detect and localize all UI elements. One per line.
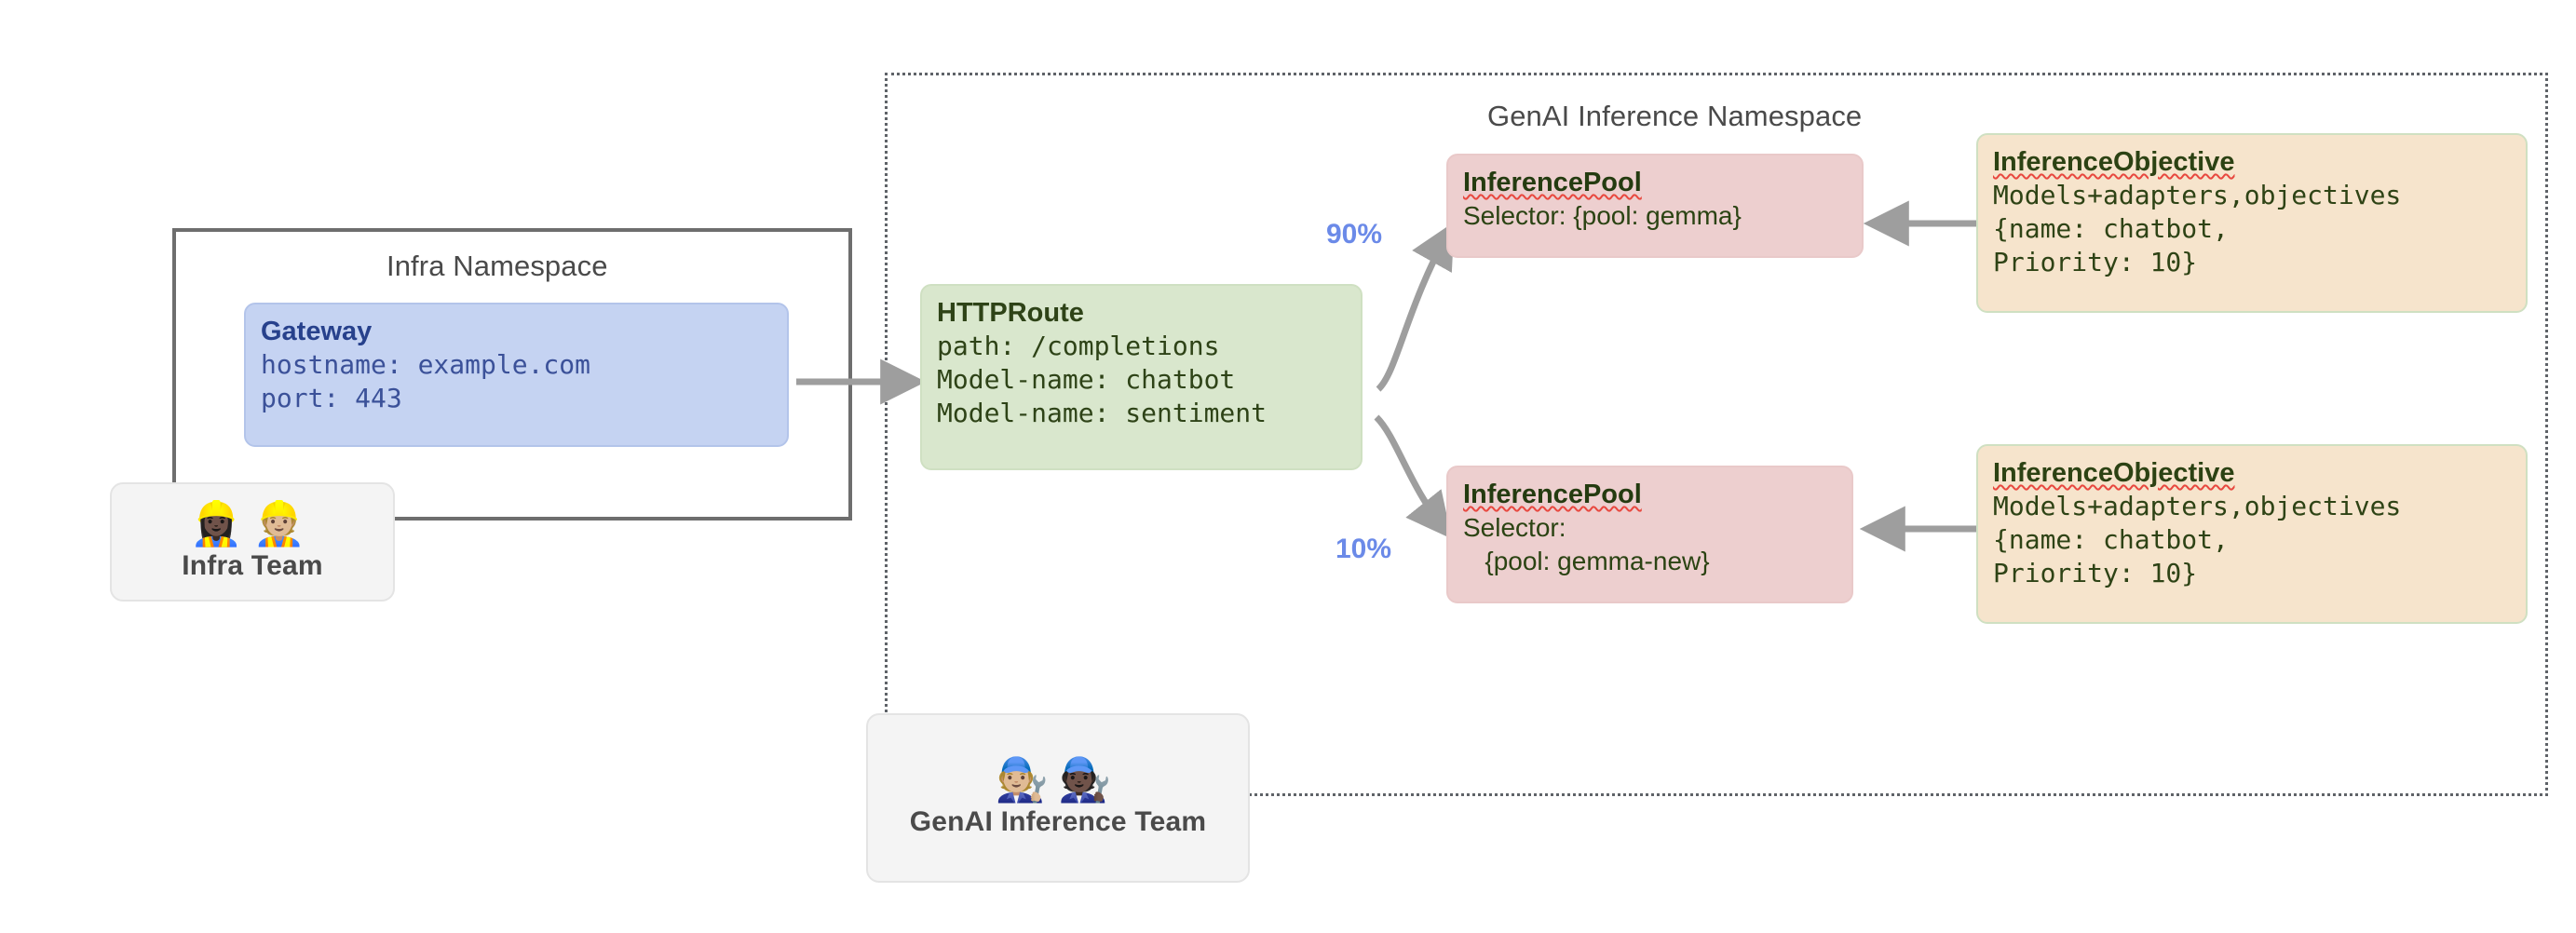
inferencepool-gemma-new-selector-label: Selector: [1463, 513, 1566, 543]
gateway-line-port: port: 443 [261, 383, 402, 414]
inferenceobjective-bottom-line-name: {name: chatbot, [1993, 524, 2229, 556]
infra-namespace-title: Infra Namespace [386, 250, 608, 282]
httproute-line-path: path: /completions [937, 331, 1220, 362]
genai-inference-team-label: GenAI Inference Team [909, 806, 1207, 837]
inferencepool-gemma-new-selector-value: {pool: gemma-new} [1463, 547, 1710, 576]
inferenceobjective-top-line-name: {name: chatbot, [1993, 213, 2229, 245]
genai-inference-team-avatar: 🧑🏼‍🔧🧑🏿‍🔧 [995, 754, 1121, 805]
genai-namespace-container [885, 73, 2548, 796]
inferencepool-gemma-selector: Selector: {pool: gemma} [1463, 201, 1742, 231]
genai-namespace-title: GenAI Inference Namespace [1487, 100, 1863, 132]
httproute-line-model-sentiment: Model-name: sentiment [937, 398, 1268, 429]
infra-team-label: Infra Team [182, 550, 323, 581]
httproute-title: HTTPRoute [937, 298, 1084, 328]
inferencepool-gemma-new-box[interactable]: InferencePool Selector: {pool: gemma-new… [1446, 466, 1853, 603]
infra-team-card[interactable]: 👷🏿‍♀️👷🏼 Infra Team [110, 482, 395, 602]
edge-label-10-percent: 10% [1335, 534, 1392, 564]
inferenceobjective-top-line-priority: Priority: 10} [1993, 247, 2198, 278]
gateway-line-hostname: hostname: example.com [261, 349, 591, 381]
inferenceobjective-bottom-title: InferenceObjective [1993, 458, 2235, 488]
gateway-title: Gateway [261, 317, 373, 346]
inferenceobjective-top-line-models: Models+adapters,objectives [1993, 180, 2402, 211]
inferenceobjective-top-box[interactable]: InferenceObjective Models+adapters,objec… [1976, 133, 2528, 313]
inferencepool-gemma-new-title: InferencePool [1463, 480, 1642, 509]
inferencepool-gemma-box[interactable]: InferencePool Selector: {pool: gemma} [1446, 154, 1864, 258]
gateway-box[interactable]: Gateway hostname: example.com port: 443 [244, 303, 789, 447]
httproute-line-model-chatbot: Model-name: chatbot [937, 364, 1236, 396]
edge-label-90-percent: 90% [1326, 219, 1383, 250]
infra-namespace-container [172, 228, 852, 521]
httproute-box[interactable]: HTTPRoute path: /completions Model-name:… [920, 284, 1363, 470]
inferenceobjective-bottom-box[interactable]: InferenceObjective Models+adapters,objec… [1976, 444, 2528, 624]
infra-team-avatar: 👷🏿‍♀️👷🏼 [189, 498, 316, 548]
inferenceobjective-top-title: InferenceObjective [1993, 147, 2235, 177]
inferenceobjective-bottom-line-priority: Priority: 10} [1993, 558, 2198, 589]
inferencepool-gemma-title: InferencePool [1463, 168, 1642, 197]
genai-inference-team-card[interactable]: 🧑🏼‍🔧🧑🏿‍🔧 GenAI Inference Team [866, 713, 1250, 883]
inferenceobjective-bottom-line-models: Models+adapters,objectives [1993, 491, 2402, 522]
